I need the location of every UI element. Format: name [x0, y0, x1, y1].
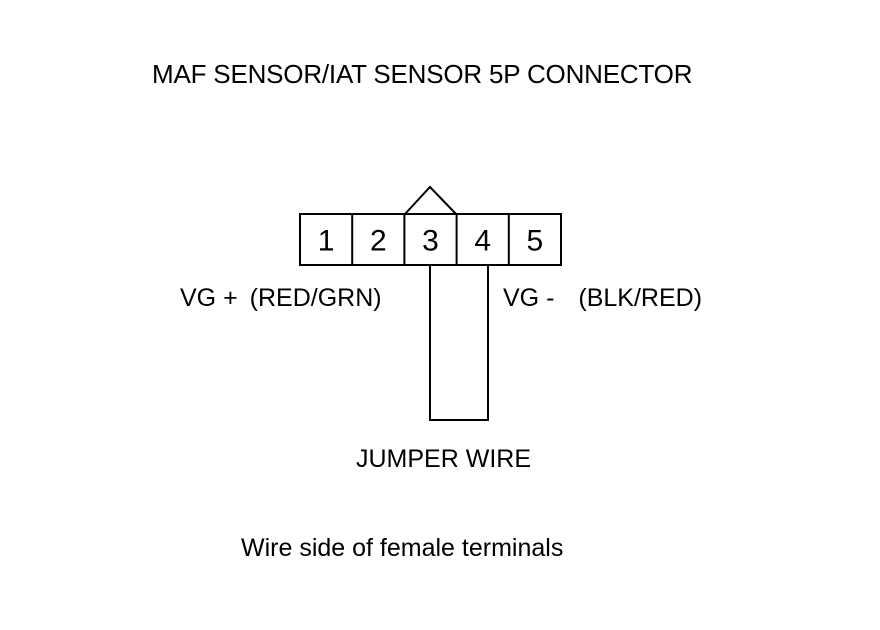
- vg-plus-wire-color: (RED/GRN): [249, 284, 382, 312]
- pin-number-4: 4: [474, 225, 491, 258]
- diagram-title: MAF SENSOR/IAT SENSOR 5P CONNECTOR: [152, 59, 693, 89]
- connector-lock-tab: [404, 185, 457, 215]
- vg-minus-label: VG - (BLK/RED): [503, 284, 702, 313]
- pin-number-2: 2: [370, 225, 387, 258]
- vg-minus-signal: VG -: [503, 284, 555, 312]
- vg-plus-signal: VG +: [180, 284, 238, 312]
- wire-side-note: Wire side of female terminals: [241, 534, 564, 562]
- pin-numbers: 1 2 3 4 5: [318, 225, 543, 258]
- vg-plus-label: VG + (RED/GRN): [180, 284, 382, 313]
- pin-number-1: 1: [318, 225, 335, 258]
- jumper-wire-label: JUMPER WIRE: [356, 445, 531, 473]
- pin-number-3: 3: [422, 225, 439, 258]
- vg-minus-wire-color: (BLK/RED): [578, 284, 703, 312]
- cavity-dividers: [351, 214, 510, 265]
- jumper-wire: [429, 265, 489, 421]
- pin-number-5: 5: [527, 225, 544, 258]
